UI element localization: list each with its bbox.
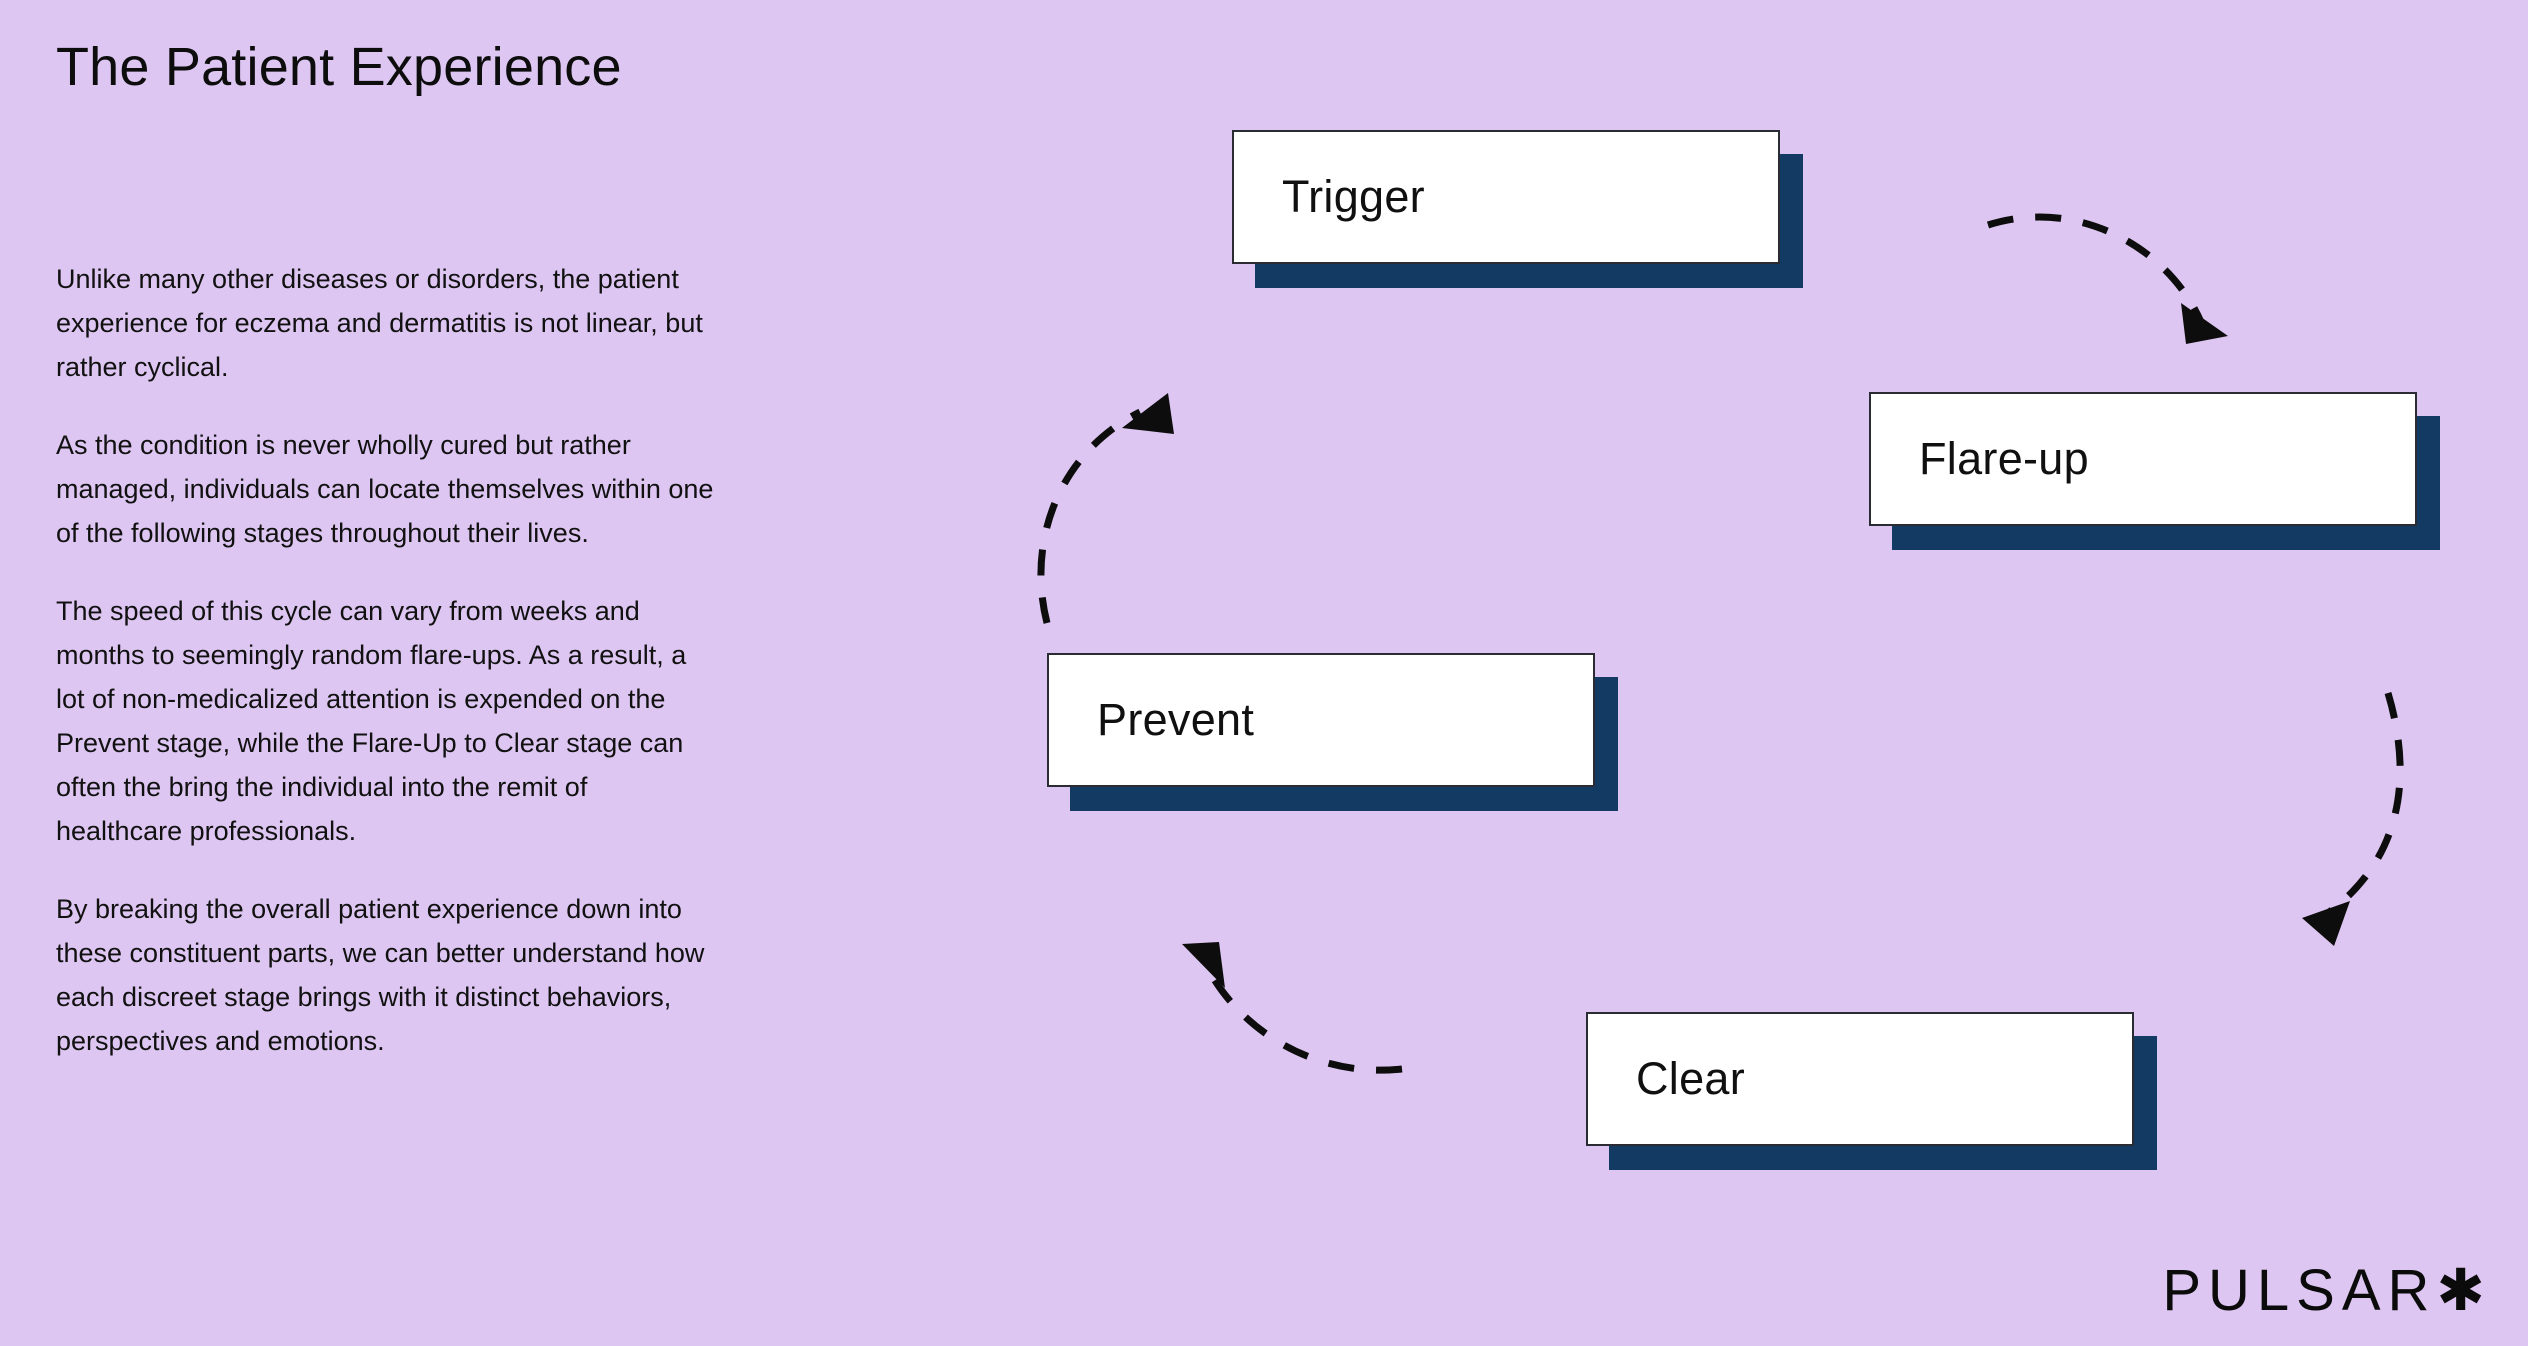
stage-label-clear: Clear bbox=[1636, 1053, 1746, 1104]
pulsar-logo: PULSAR✱ bbox=[2162, 1258, 2492, 1323]
stage-label-prevent: Prevent bbox=[1097, 694, 1255, 745]
arrow-trigger-to-flareup bbox=[1986, 213, 2228, 344]
page-title: The Patient Experience bbox=[56, 37, 622, 97]
stage-card-face: Prevent bbox=[1047, 653, 1595, 787]
stage-card-clear[interactable]: Clear bbox=[1586, 1012, 2157, 1170]
stage-label-trigger: Trigger bbox=[1282, 171, 1425, 222]
stage-card-flare-up[interactable]: Flare-up bbox=[1869, 392, 2440, 550]
body-paragraph-3: The speed of this cycle can vary from we… bbox=[56, 596, 687, 847]
arrow-prevent-to-trigger bbox=[1037, 393, 1174, 624]
body-paragraph-2: As the condition is never wholly cured b… bbox=[56, 430, 714, 549]
stage-card-face: Flare-up bbox=[1869, 392, 2417, 526]
stage-card-face: Trigger bbox=[1232, 130, 1780, 264]
left-content-column: The Patient Experience Unlike many other… bbox=[56, 37, 756, 1063]
arrow-clear-to-prevent bbox=[1182, 942, 1403, 1074]
body-paragraph-1: Unlike many other diseases or disorders,… bbox=[56, 264, 703, 383]
arrow-flareup-to-clear bbox=[2302, 691, 2404, 946]
stage-card-face: Clear bbox=[1586, 1012, 2134, 1146]
stage-label-flare-up: Flare-up bbox=[1919, 433, 2089, 484]
stage-card-trigger[interactable]: Trigger bbox=[1232, 130, 1803, 288]
body-paragraph-4: By breaking the overall patient experien… bbox=[56, 894, 705, 1057]
stage-card-prevent[interactable]: Prevent bbox=[1047, 653, 1618, 811]
body-copy-block: Unlike many other diseases or disorders,… bbox=[56, 257, 756, 1063]
